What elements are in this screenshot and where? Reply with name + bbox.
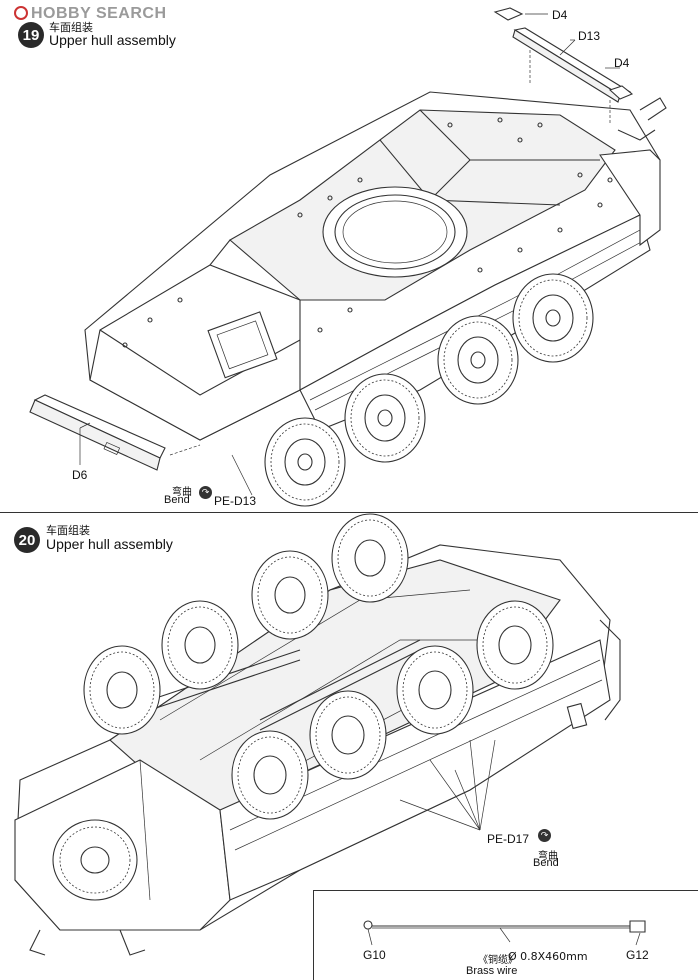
step19-vehicle-illustration — [29, 7, 667, 507]
bend-icon: ↷ — [199, 486, 212, 499]
part-label-g12: G12 — [626, 948, 649, 962]
section-divider — [0, 512, 698, 513]
step20-title-en: Upper hull assembly — [46, 536, 173, 552]
part-label-pe-d17: PE-D17 — [487, 832, 530, 846]
part-label-pe-d13: PE-D13 — [214, 494, 257, 508]
step20-bend-en: Bend — [533, 857, 559, 869]
part-label-d13: D13 — [578, 29, 601, 43]
step19-title-cn: 车面组装 — [49, 21, 93, 34]
part-label-d6: D6 — [72, 468, 88, 482]
brass-wire-spec-cn: 《铜缆》 — [478, 955, 518, 966]
step20-bend-cn: 弯曲 — [538, 851, 558, 862]
bend-icon: ↷ — [538, 829, 551, 842]
step-number-20: 20 — [14, 527, 40, 553]
part-label-g10: G10 — [363, 948, 386, 962]
brass-wire-inset — [313, 890, 698, 980]
watermark: HOBBY SEARCH — [14, 5, 167, 23]
brass-wire-spec: Ø 0.8X460mm — [508, 950, 588, 963]
step-number-19: 19 — [18, 22, 44, 48]
hobbysearch-logo-icon — [14, 6, 28, 20]
step19-title-en: Upper hull assembly — [49, 32, 176, 48]
step20-title-cn: 车面组装 — [46, 524, 90, 537]
part-label-d4-right: D4 — [614, 56, 630, 70]
step19-bend-cn: 弯曲 — [172, 487, 192, 498]
step19-bend-en: Bend — [164, 494, 190, 506]
part-label-d4-top: D4 — [552, 8, 568, 22]
brass-wire-label: Brass wire — [466, 965, 518, 977]
